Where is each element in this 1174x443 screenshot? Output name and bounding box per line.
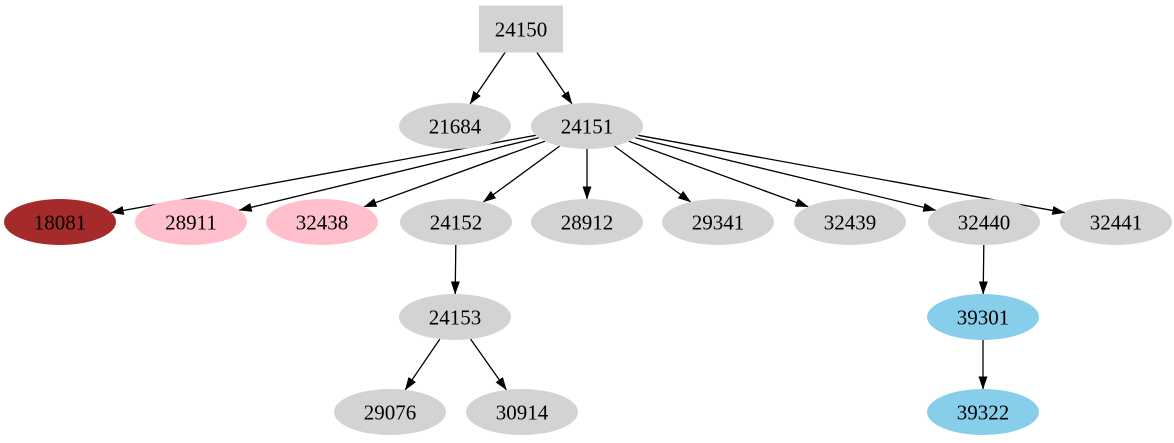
node-28912: 28912 xyxy=(531,199,643,245)
node-label-24153: 24153 xyxy=(429,305,482,329)
node-24151: 24151 xyxy=(531,103,643,149)
node-label-32440: 32440 xyxy=(958,210,1011,234)
node-32439: 32439 xyxy=(794,199,906,245)
node-ellipse-32439 xyxy=(794,199,906,245)
node-39301: 39301 xyxy=(927,294,1039,340)
node-label-24150: 24150 xyxy=(495,17,548,41)
node-28911: 28911 xyxy=(135,199,247,245)
node-ellipse-24153 xyxy=(399,294,511,340)
node-label-30914: 30914 xyxy=(496,400,549,424)
node-label-29341: 29341 xyxy=(692,210,745,234)
node-label-28911: 28911 xyxy=(165,210,217,234)
node-ellipse-24152 xyxy=(400,199,512,245)
node-32438: 32438 xyxy=(266,199,378,245)
node-ellipse-24151 xyxy=(531,103,643,149)
edge-24150-to-24151 xyxy=(536,52,573,105)
edge-24151-to-32438 xyxy=(363,140,546,208)
node-32440: 32440 xyxy=(928,199,1040,245)
node-24153: 24153 xyxy=(399,294,511,340)
node-label-32438: 32438 xyxy=(296,210,349,234)
node-ellipse-18081 xyxy=(4,199,116,245)
node-18081: 18081 xyxy=(4,199,116,245)
node-ellipse-29076 xyxy=(334,389,446,435)
node-21684: 21684 xyxy=(399,103,511,149)
nodes-layer: 24150 21684 24151 18081 28911 32438 24152 28912… xyxy=(4,5,1172,435)
edge-24152-to-24153 xyxy=(450,244,460,295)
node-label-21684: 21684 xyxy=(429,114,482,138)
node-label-29076: 29076 xyxy=(364,400,417,424)
node-label-39322: 39322 xyxy=(957,400,1010,424)
node-label-28912: 28912 xyxy=(561,210,614,234)
node-label-18081: 18081 xyxy=(34,210,87,234)
node-ellipse-39301 xyxy=(927,294,1039,340)
node-ellipse-32441 xyxy=(1060,199,1172,245)
node-39322: 39322 xyxy=(927,389,1039,435)
node-ellipse-29341 xyxy=(662,199,774,245)
edge-24151-to-32440 xyxy=(635,137,937,212)
node-ellipse-21684 xyxy=(399,103,511,149)
edge-24151-to-28911 xyxy=(238,137,539,212)
node-30914: 30914 xyxy=(466,389,578,435)
node-24152: 24152 xyxy=(400,199,512,245)
edge-24153-to-29076 xyxy=(404,338,441,391)
node-ellipse-32440 xyxy=(928,199,1040,245)
edge-24153-to-30914 xyxy=(470,338,507,391)
edge-24150-to-21684 xyxy=(469,52,506,105)
edge-24151-to-24152 xyxy=(482,145,560,203)
node-ellipse-30914 xyxy=(466,389,578,435)
node-label-24151: 24151 xyxy=(561,114,614,138)
node-29341: 29341 xyxy=(662,199,774,245)
node-29076: 29076 xyxy=(334,389,446,435)
node-ellipse-32438 xyxy=(266,199,378,245)
edge-24151-to-29341 xyxy=(614,145,692,203)
node-ellipse-39322 xyxy=(927,389,1039,435)
edge-32440-to-39301 xyxy=(978,244,988,295)
node-box-24150 xyxy=(479,5,563,53)
node-label-39301: 39301 xyxy=(957,305,1010,329)
node-32441: 32441 xyxy=(1060,199,1172,245)
node-ellipse-28912 xyxy=(531,199,643,245)
node-24150: 24150 xyxy=(479,5,563,53)
node-label-24152: 24152 xyxy=(430,210,483,234)
node-label-32441: 32441 xyxy=(1090,210,1143,234)
node-label-32439: 32439 xyxy=(824,210,877,234)
edge-24151-to-32439 xyxy=(628,140,809,208)
node-ellipse-28911 xyxy=(135,199,247,245)
